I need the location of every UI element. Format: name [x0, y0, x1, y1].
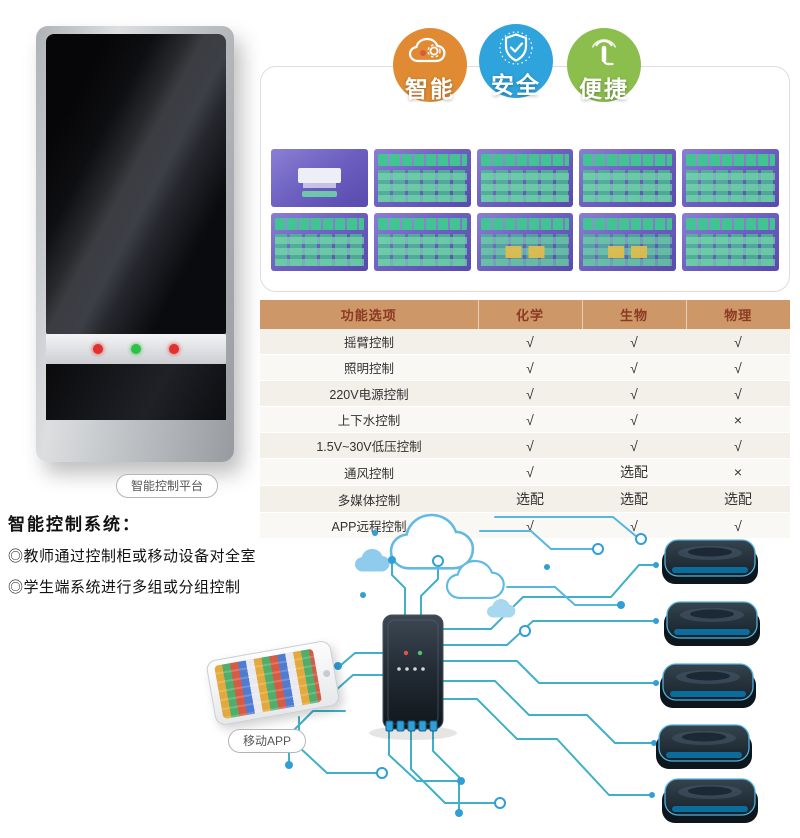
table-row: 上下水控制 √ √ × [260, 406, 790, 433]
cell-value: × [686, 458, 790, 486]
table-row: 1.5V~30V低压控制 √ √ √ [260, 432, 790, 459]
feature-name: 照明控制 [260, 354, 478, 381]
feature-label: 便捷 [579, 76, 629, 102]
screenshot-thumbnail [373, 149, 471, 207]
feature-badge-convenient: 便捷 [567, 28, 641, 102]
feature-name: 通风控制 [260, 458, 478, 486]
description-block: 智能控制系统： ◎教师通过控制柜或移动设备对全室 ◎学生端系统进行多组或分组控制 [8, 510, 338, 597]
table-row: 多媒体控制 选配 选配 选配 [260, 485, 790, 513]
column-header: 功能选项 [260, 300, 478, 329]
control-cabinet [36, 26, 234, 462]
feature-badge-smart: 智能 [393, 28, 467, 102]
screenshots-panel [260, 66, 790, 292]
feature-name: 1.5V~30V低压控制 [260, 432, 478, 459]
connector-ports [385, 720, 438, 732]
cell-value: √ [478, 329, 582, 355]
cell-value: √ [478, 432, 582, 459]
feature-name: 摇臂控制 [260, 329, 478, 355]
screenshot-thumbnail [682, 213, 779, 271]
cell-value: √ [582, 329, 686, 355]
feature-name: 多媒体控制 [260, 485, 478, 513]
led-indicator-red [93, 344, 103, 354]
feature-name: 220V电源控制 [260, 380, 478, 407]
feature-comparison-table: 功能选项 化学 生物 物理 摇臂控制 √ √ √ 照明控制 √ √ √ 220V… [260, 300, 790, 539]
circuit-traces [288, 516, 654, 810]
screenshots-grid [261, 67, 789, 271]
cabinet-glass-panel [46, 34, 226, 334]
table-row: 摇臂控制 √ √ √ [260, 329, 790, 355]
cell-value: √ [686, 329, 790, 355]
cabinet-caption: 智能控制平台 [116, 474, 219, 498]
feature-label: 智能 [405, 76, 455, 102]
screenshot-thumbnail [271, 213, 368, 271]
screenshot-thumbnail [579, 213, 677, 271]
network-diagram [285, 513, 761, 824]
table-row: 220V电源控制 √ √ √ [260, 380, 790, 407]
touch-finger-icon [581, 33, 627, 71]
cell-value: 选配 [478, 485, 582, 513]
control-cabinet-photo: 智能控制平台 [36, 26, 234, 498]
led-band [46, 334, 226, 364]
screenshot-thumbnail [373, 213, 471, 271]
screenshot-thumbnail [682, 149, 779, 207]
feature-label: 安全 [491, 72, 541, 98]
led-indicator-red [169, 344, 179, 354]
cell-value: √ [478, 354, 582, 381]
cell-value: √ [686, 380, 790, 407]
cell-value: √ [582, 354, 686, 381]
screenshot-thumbnail [476, 213, 574, 271]
feature-name: 上下水控制 [260, 406, 478, 433]
screenshot-thumbnail [476, 149, 574, 207]
table-row: 照明控制 √ √ √ [260, 354, 790, 381]
shield-check-icon [493, 29, 539, 67]
cell-value: √ [478, 380, 582, 407]
student-terminals [655, 539, 761, 824]
feature-badge-safe: 安全 [479, 24, 553, 98]
cell-value: √ [686, 432, 790, 459]
cell-value: √ [686, 354, 790, 381]
screenshot-thumbnail [579, 149, 677, 207]
network-nodes [285, 530, 659, 817]
cell-value: 选配 [582, 485, 686, 513]
cell-value: √ [582, 406, 686, 433]
column-header: 化学 [477, 300, 582, 329]
column-header: 生物 [581, 300, 686, 329]
description-line: ◎教师通过控制柜或移动设备对全室 [8, 548, 257, 565]
column-header: 物理 [685, 300, 790, 329]
table-header-row: 功能选项 化学 生物 物理 [260, 300, 790, 329]
tablet-caption: 移动APP [228, 729, 307, 753]
description-title: 智能控制系统： [8, 515, 141, 534]
cell-value: √ [478, 458, 582, 486]
description-line: ◎学生端系统进行多组或分组控制 [8, 579, 241, 596]
cell-value: √ [686, 512, 790, 539]
led-indicator-green [131, 344, 141, 354]
cell-value: 选配 [686, 485, 790, 513]
tablet-screen [214, 648, 323, 720]
central-controller [369, 614, 457, 740]
cloud-gear-icon [407, 33, 453, 71]
cell-value: 选配 [582, 458, 686, 486]
screenshot-thumbnail [271, 149, 368, 207]
cabinet-lower-panel [46, 364, 226, 420]
cell-value: × [686, 406, 790, 433]
cell-value: √ [582, 432, 686, 459]
cell-value: √ [478, 406, 582, 433]
cell-value: √ [582, 380, 686, 407]
table-row: 通风控制 √ 选配 × [260, 458, 790, 486]
